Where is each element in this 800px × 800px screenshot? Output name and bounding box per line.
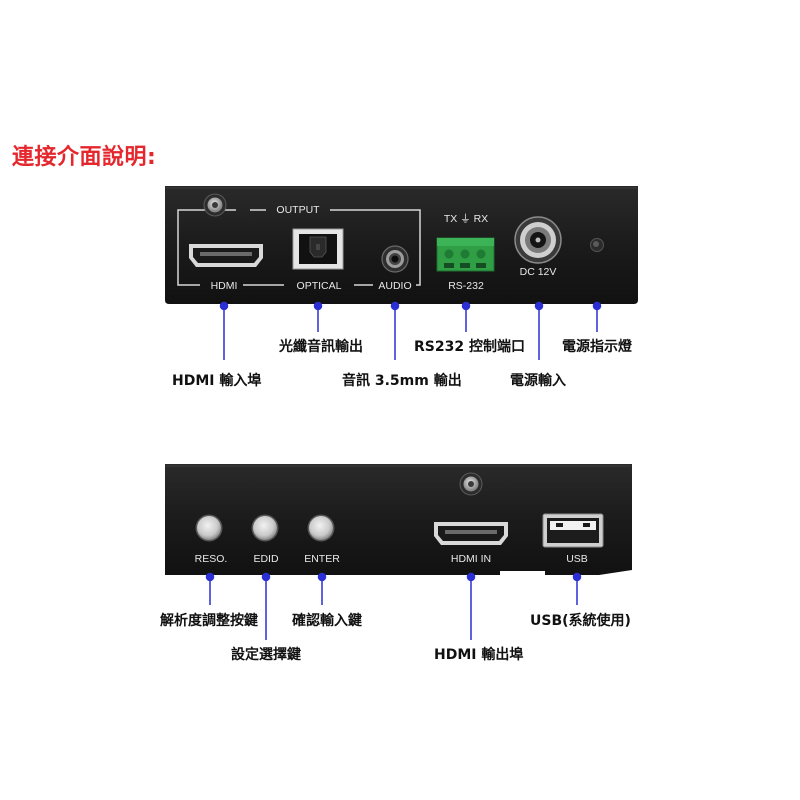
optical-port-icon[interactable] [292, 228, 344, 270]
rs232-terminal-block-icon[interactable] [436, 237, 495, 272]
callout-hdmi-input-port: HDMI 輸入埠 [172, 373, 262, 389]
usb-port-icon[interactable] [542, 513, 604, 548]
rear-panel: RESO. EDID ENTER HDMI IN USB [165, 464, 632, 575]
callout-audio-35mm-output: 音訊 3.5mm 輸出 [342, 373, 462, 389]
edid-button-label: EDID [253, 553, 279, 565]
page-title: 連接介面說明: [12, 145, 157, 170]
callout-power-input: 電源輸入 [510, 373, 566, 389]
rs232-pins-label: TX ⏚ RX [444, 213, 488, 225]
usb-label: USB [566, 553, 588, 565]
dc-power-jack-icon[interactable] [514, 216, 562, 264]
callout-setting-select-button: 設定選擇鍵 [231, 647, 301, 663]
enter-button-label: ENTER [304, 553, 340, 565]
audio-jack-icon[interactable] [381, 245, 409, 273]
hdmi-in-label: HDMI IN [451, 553, 491, 565]
callout-resolution-button: 解析度調整按鍵 [160, 613, 258, 629]
dc-power-label: DC 12V [520, 266, 557, 278]
reso-button-label: RESO. [195, 553, 228, 565]
front-panel-body [165, 186, 638, 304]
hdmi-port-label: HDMI [211, 280, 238, 292]
output-group-label: OUTPUT [276, 204, 320, 216]
callout-power-indicator: 電源指示燈 [562, 339, 632, 355]
optical-port-label: OPTICAL [297, 280, 342, 292]
rs232-label: RS-232 [448, 280, 484, 292]
edid-button-icon[interactable] [251, 514, 279, 542]
front-panel: OUTPUT HDMI OPTICAL AUDIO [165, 186, 638, 304]
rear-panel-body [165, 464, 632, 575]
hdmi-in-port-icon[interactable] [434, 522, 508, 545]
rear-leaders [205, 572, 582, 640]
callout-confirm-input-button: 確認輸入鍵 [292, 613, 362, 629]
front-screw-icon [203, 193, 227, 217]
callout-rs232-control-port: RS232 控制端口 [414, 339, 525, 355]
enter-button-icon[interactable] [307, 514, 335, 542]
audio-port-label: AUDIO [378, 280, 411, 292]
callout-hdmi-output-port: HDMI 輸出埠 [434, 647, 524, 663]
reso-button-icon[interactable] [195, 514, 223, 542]
callout-optical-audio-output: 光纖音訊輸出 [279, 339, 363, 355]
front-leaders [219, 301, 602, 360]
rear-screw-icon [459, 472, 483, 496]
hdmi-output-port-icon[interactable] [189, 244, 263, 267]
callout-usb-system-use: USB(系統使用) [530, 613, 631, 629]
power-led-icon [590, 238, 604, 252]
